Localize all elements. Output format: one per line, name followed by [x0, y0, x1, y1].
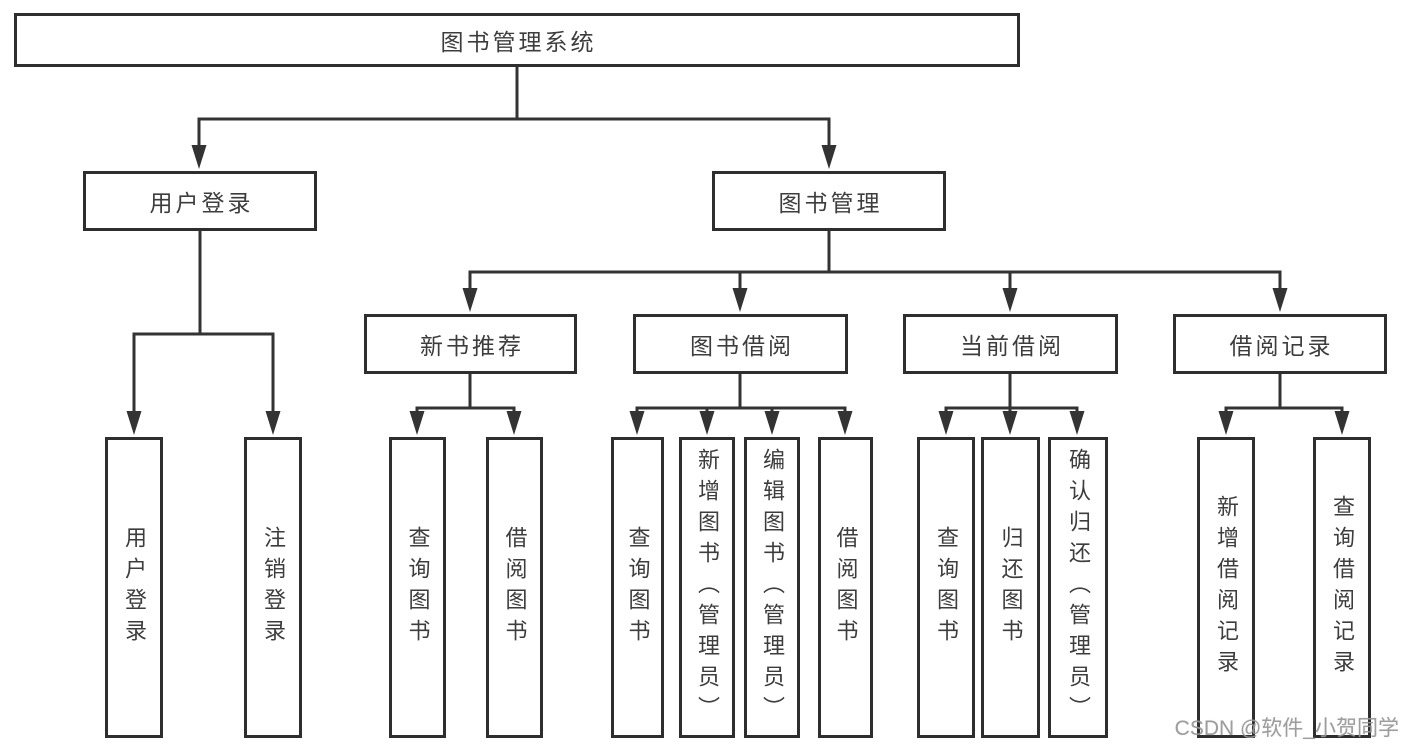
leaf-node-query-books-recommend: 查询图书: [389, 437, 446, 738]
leaf-node-return-books: 归还图书: [981, 437, 1040, 738]
leaf-node-edit-books-admin: 编辑图书（管理员）: [744, 437, 800, 738]
leaf-node-query-books-borrowing: 查询图书: [611, 437, 664, 738]
module-node-new-book-recommend: 新书推荐: [364, 314, 577, 374]
leaf-node-confirm-return-admin: 确认归还（管理员）: [1048, 437, 1108, 738]
leaf-node-add-borrow-record: 新增借阅记录: [1197, 437, 1255, 738]
csdn-watermark-text: CSDN @软件_小贺同学: [1174, 717, 1399, 740]
branch-node-user-login: 用户登录: [83, 171, 317, 231]
root-node-library-system: 图书管理系统: [14, 13, 1020, 67]
leaf-node-user-login: 用户登录: [105, 437, 163, 738]
module-node-borrowing-records: 借阅记录: [1173, 314, 1387, 374]
leaf-node-borrow-books-recommend: 借阅图书: [486, 437, 543, 738]
module-node-book-borrowing: 图书借阅: [633, 314, 848, 374]
branch-node-book-management: 图书管理: [712, 171, 946, 231]
leaf-node-add-books-admin: 新增图书（管理员）: [679, 437, 735, 738]
leaf-node-borrow-books: 借阅图书: [818, 437, 873, 738]
leaf-node-query-borrow-record: 查询借阅记录: [1313, 437, 1371, 738]
leaf-node-logout: 注销登录: [244, 437, 302, 738]
arrowhead-icons: [126, 145, 1350, 435]
module-node-current-borrowing: 当前借阅: [903, 314, 1118, 374]
leaf-node-query-books-current: 查询图书: [917, 437, 975, 738]
